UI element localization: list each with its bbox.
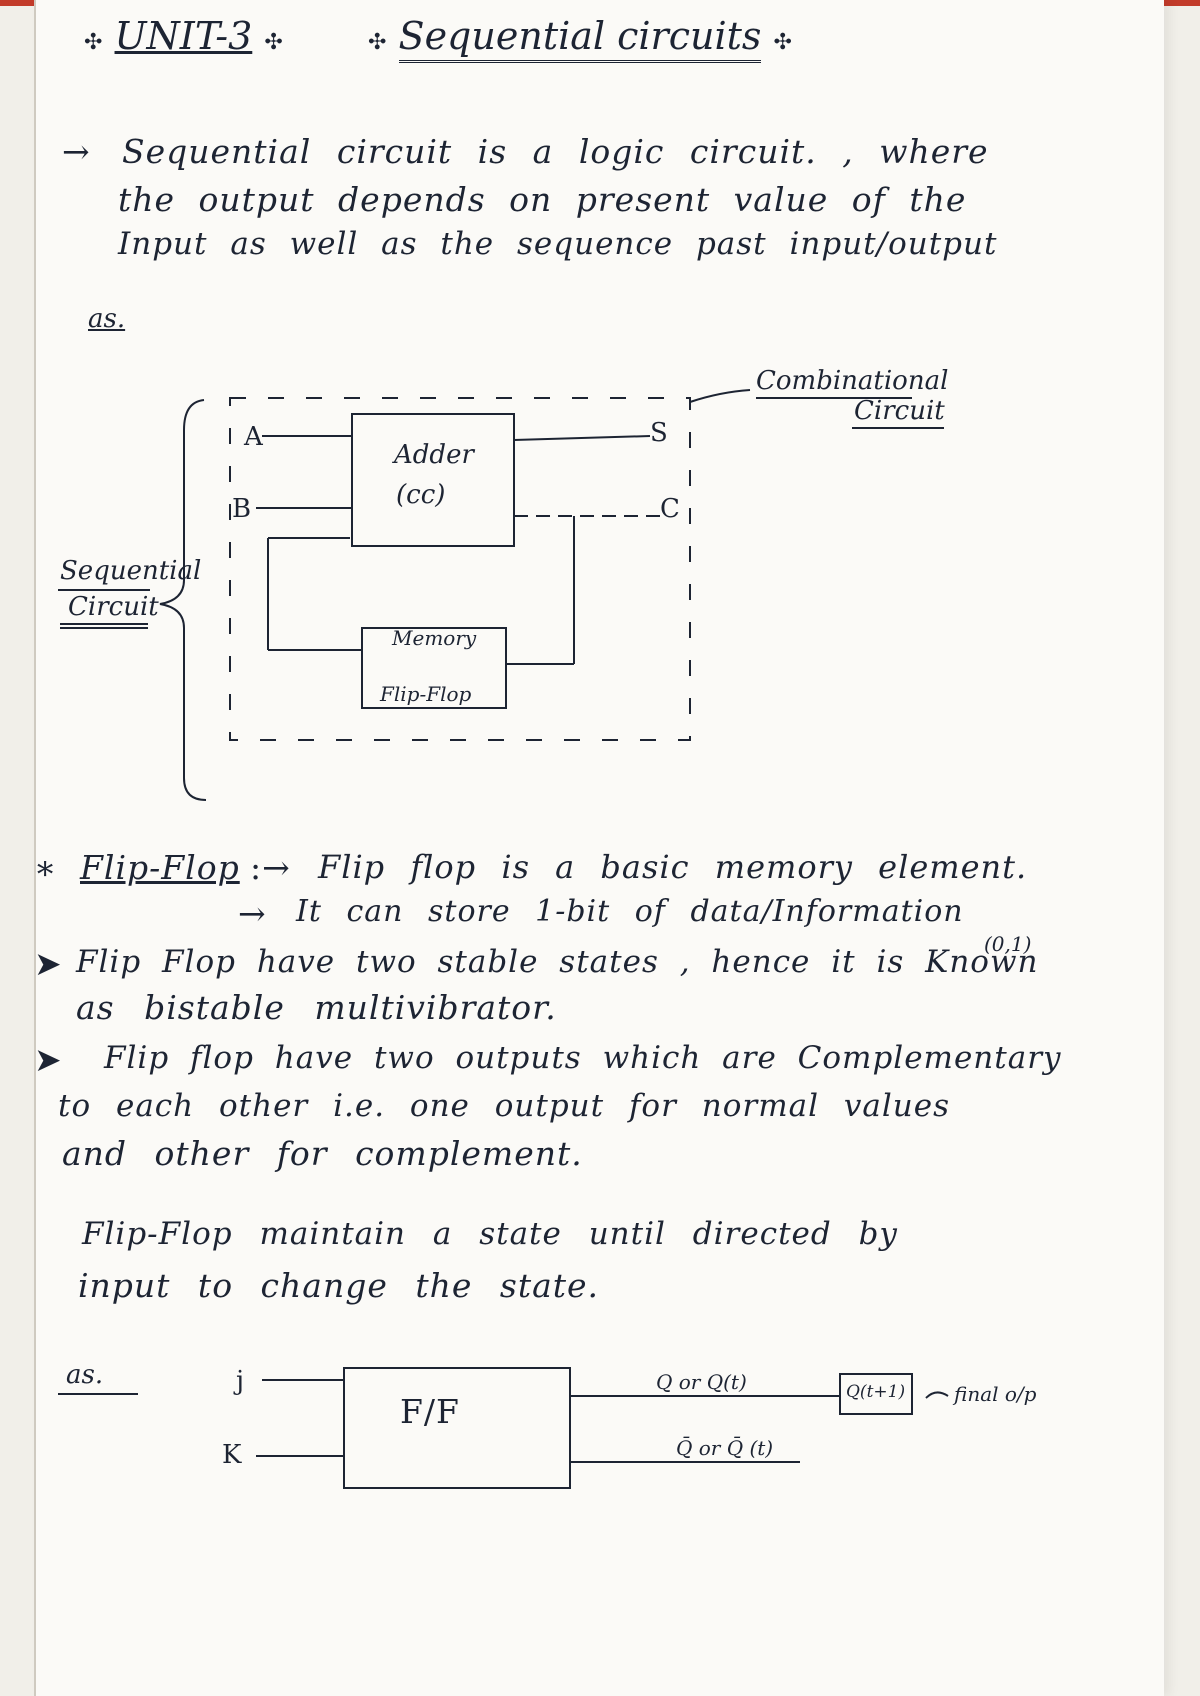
output-qbar-label: Q̄ or Q̄ (t) — [676, 1436, 774, 1460]
input-k-label: K — [222, 1440, 242, 1470]
topic-label: Sequential circuits — [398, 14, 762, 63]
sequential-label-2: Circuit — [68, 592, 159, 622]
adder-sublabel: (cc) — [396, 480, 446, 510]
next-state-label: Q(t+1) — [846, 1382, 906, 1402]
output-c-label: C — [660, 494, 680, 524]
arrow-icon: :→ — [250, 848, 291, 887]
combinational-label-line1: Combinational — [756, 366, 949, 396]
intro-line-1: Sequential circuit is a logic circuit. ,… — [122, 132, 989, 171]
para3-line-2: input to change the state. — [78, 1266, 600, 1305]
notebook-page — [34, 0, 1164, 1696]
bullet-star-icon: ∗ — [34, 848, 58, 887]
star-icon: ✣ — [773, 30, 792, 55]
intro-line-3: Input as well as the sequence past input… — [118, 226, 998, 262]
final-output-label: final o/p — [954, 1382, 1037, 1406]
para2-line-3: and other for complement. — [62, 1134, 583, 1173]
memory-sublabel: Flip-Flop — [380, 682, 472, 706]
flipflop-def-1: Flip flop is a basic memory element. — [318, 848, 1028, 886]
topic-heading: ✣ Sequential circuits ✣ — [368, 14, 792, 63]
arrow-icon: → — [62, 132, 91, 171]
intro-as-label: as. — [88, 304, 126, 334]
input-a-label: A — [244, 422, 263, 452]
star-icon: ✣ — [84, 30, 103, 55]
combinational-label-2: Circuit — [854, 396, 945, 426]
flipflop-def-2-note: (0,1) — [984, 932, 1032, 956]
input-b-label: B — [232, 494, 252, 524]
arrow-icon: ➤ — [34, 1040, 63, 1079]
star-icon: ✣ — [368, 30, 387, 55]
output-q-label: Q or Q(t) — [656, 1370, 747, 1394]
diagram2-as-label: as. — [66, 1360, 104, 1390]
sequential-label-1: Sequential — [60, 556, 202, 586]
arrow-icon: ➤ — [34, 944, 63, 983]
output-s-label: S — [650, 418, 668, 448]
flipflop-heading: Flip-Flop — [80, 848, 240, 887]
para2-line-2: to each other i.e. one output for normal… — [58, 1088, 950, 1124]
ff-box-label: F/F — [400, 1392, 460, 1431]
unit-label: UNIT-3 — [114, 14, 253, 58]
flipflop-def-2: It can store 1-bit of data/Information — [296, 894, 964, 929]
combinational-label: Combinational — [756, 366, 948, 396]
para2-line-1: Flip flop have two outputs which are Com… — [104, 1040, 1062, 1076]
arrow-icon: → — [238, 894, 267, 933]
intro-line-2: the output depends on present value of t… — [118, 180, 967, 219]
star-icon: ✣ — [264, 30, 283, 55]
unit-heading: ✣ UNIT-3 ✣ — [84, 14, 283, 58]
para1-line-1: Flip Flop have two stable states , hence… — [76, 944, 1039, 980]
adder-label: Adder — [394, 440, 474, 470]
para3-line-1: Flip-Flop maintain a state until directe… — [82, 1216, 898, 1252]
para1-line-2: as bistable multivibrator. — [76, 988, 557, 1027]
input-j-label: j — [236, 1366, 245, 1396]
memory-label: Memory — [392, 626, 477, 650]
